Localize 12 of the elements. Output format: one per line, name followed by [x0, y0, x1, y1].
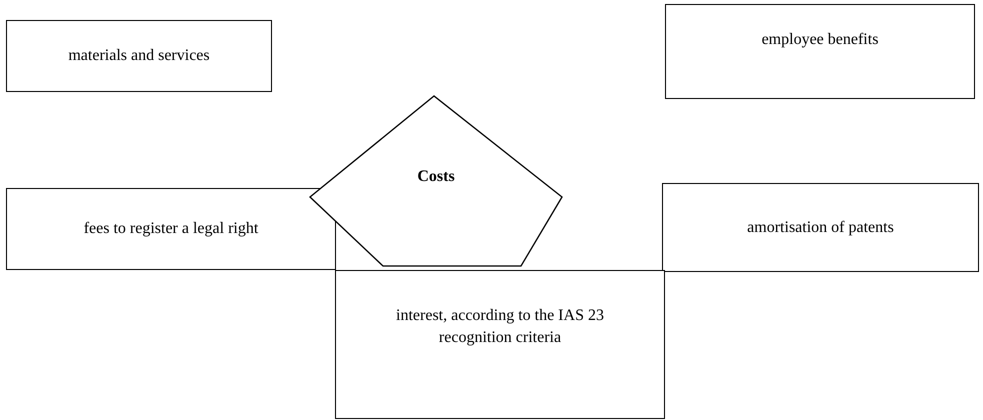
text-box — [6, 188, 336, 270]
box-label: fees to register a legal right — [84, 219, 258, 240]
text-box — [665, 4, 975, 99]
pentagon-label: Costs — [417, 167, 455, 188]
box-label: materials and services — [68, 46, 210, 66]
pentagon-shape — [310, 96, 562, 266]
box-label: amortisation of patents — [747, 218, 894, 238]
text-box — [6, 20, 272, 92]
text-box — [335, 270, 665, 419]
box-label: employee benefits — [762, 30, 878, 50]
text-box — [662, 183, 979, 272]
box-label: interest, according to the IAS 23 recognition criteria — [396, 306, 604, 348]
